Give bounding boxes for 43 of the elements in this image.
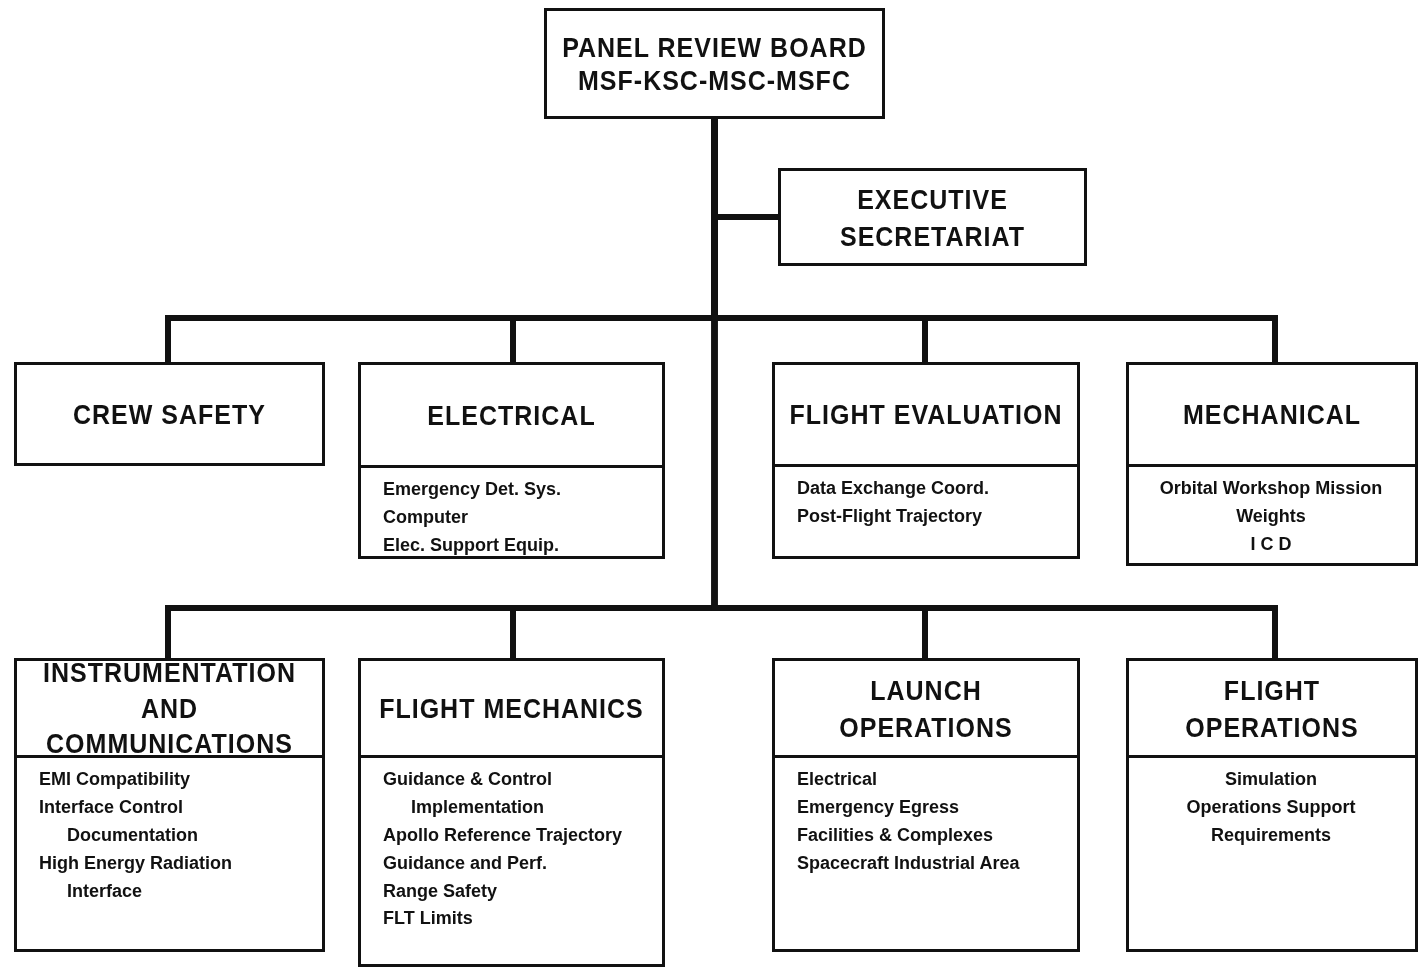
- task-item: Guidance and Perf.: [383, 851, 549, 875]
- task-item: Emergency Egress: [797, 795, 961, 819]
- task-item: High Energy Radiation Interface: [39, 851, 234, 903]
- org-box: [772, 362, 1080, 559]
- task-item: Apollo Reference Trajectory: [383, 823, 624, 847]
- org-box: [772, 658, 1080, 952]
- task-item: Computer: [383, 505, 469, 529]
- org-box: [14, 362, 325, 466]
- org-box: [14, 658, 325, 952]
- task-item: Data Exchange Coord.: [797, 477, 991, 500]
- task-item: Guidance & Control Implementation: [383, 768, 553, 819]
- box-title: EXECUTIVE SECRETARIAT: [838, 182, 1027, 252]
- task-item: Interface Control Documentation: [39, 795, 199, 847]
- box-title: PANEL REVIEW BOARD: [562, 30, 867, 65]
- org-box: [1126, 362, 1418, 566]
- task-item: Post-Flight Trajectory: [797, 504, 984, 528]
- org-box: [544, 8, 885, 119]
- task-item: Orbital Workshop Mission: [1158, 477, 1384, 500]
- task-item: FLT Limits: [383, 907, 474, 931]
- task-item: Facilities & Complexes: [797, 823, 995, 847]
- org-box: [358, 658, 665, 967]
- box-title: CREW SAFETY: [73, 397, 266, 432]
- task-item: Electrical: [797, 768, 879, 791]
- org-box: [778, 168, 1087, 266]
- task-item: Simulation: [1224, 768, 1318, 791]
- box-title: MSF-KSC-MSC-MSFC: [578, 63, 851, 97]
- task-item: Operations Support Requirements: [1185, 795, 1357, 847]
- task-item: Range Safety: [383, 879, 499, 903]
- task-item: Spacecraft Industrial Area: [797, 851, 1021, 875]
- task-item: EMI Compatibility: [39, 768, 191, 791]
- box-title: FLIGHT OPERATIONS: [1184, 673, 1360, 743]
- task-item: Elec. Support Equip.: [383, 533, 560, 557]
- box-title: ELECTRICAL: [427, 398, 596, 433]
- task-item: I C D: [1249, 532, 1293, 556]
- box-title: INSTRUMENTATION AND COMMUNICATIONS: [42, 655, 297, 761]
- org-box: [1126, 658, 1418, 952]
- box-title: FLIGHT EVALUATION: [789, 397, 1063, 432]
- task-item: Emergency Det. Sys.: [383, 478, 563, 501]
- org-box: [358, 362, 665, 559]
- box-title: MECHANICAL: [1182, 397, 1361, 432]
- box-title: LAUNCH OPERATIONS: [838, 673, 1014, 743]
- task-item: Weights: [1235, 504, 1307, 528]
- box-title: FLIGHT MECHANICS: [379, 691, 644, 726]
